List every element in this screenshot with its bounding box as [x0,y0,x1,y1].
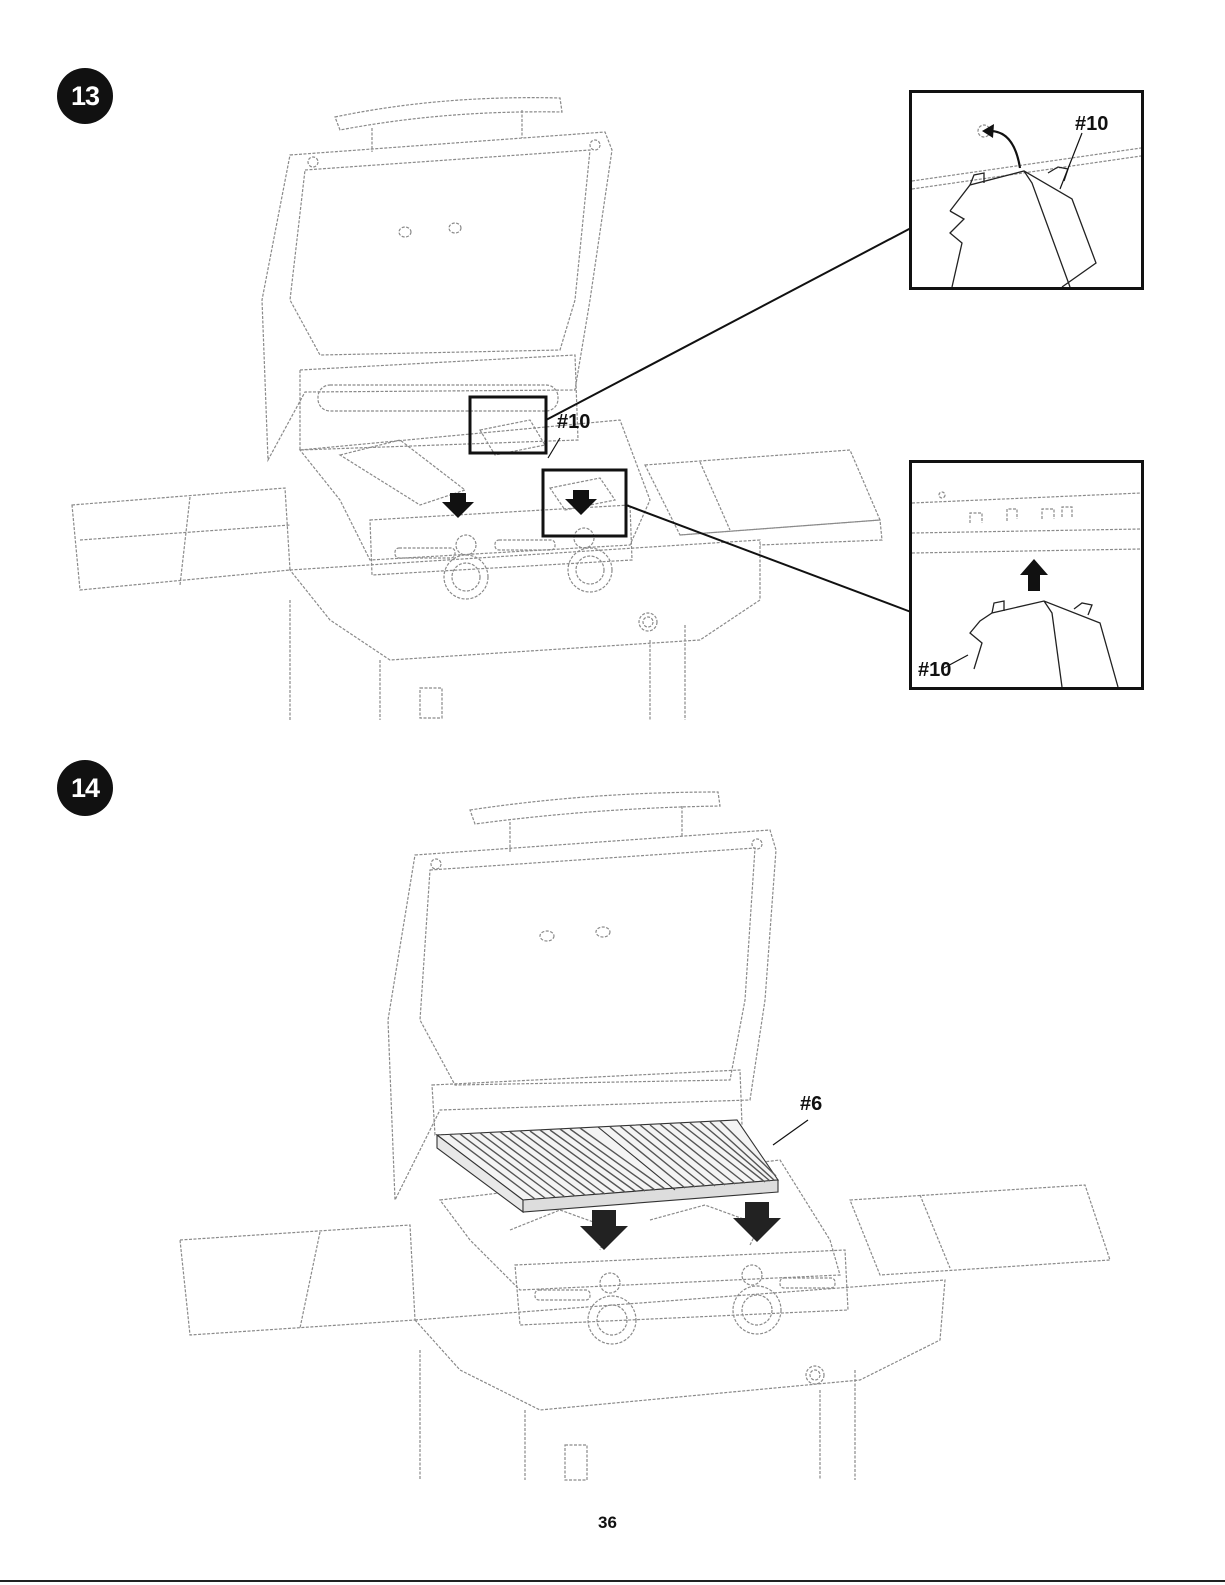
footer-rule [0,1580,1225,1582]
curved-arrow [990,131,1020,168]
step-13-label-main: #10 [557,411,590,434]
inset-bottom-drawing [912,463,1141,687]
inset-bottom-label: #10 [918,659,951,682]
step-14-label-main: #6 [800,1093,822,1116]
heat-tent-left [340,440,465,505]
heat-tent-right [480,420,545,455]
heat-tent-detail-bottom [970,601,1118,687]
lid-handle [335,98,562,130]
detail-inset-bottom: #10 [909,460,1144,690]
firebox [300,420,650,560]
left-side-shelf-14 [180,1225,415,1335]
detail-inset-top: #10 [909,90,1144,290]
cooking-grates [437,1120,778,1212]
down-arrow-right [565,490,597,515]
down-arrow-left-14 [580,1210,628,1250]
up-arrow [1020,559,1048,591]
inset-top-label: #10 [1075,113,1108,136]
page-number: 36 [598,1513,617,1533]
control-panel [290,540,760,660]
right-side-shelf-14 [850,1185,1110,1275]
heat-tent-detail [950,171,1096,287]
right-side-shelf [645,450,880,535]
control-panel-14 [415,1280,945,1410]
step-14-illustration [0,780,1225,1490]
down-arrow-right-14 [733,1202,781,1242]
